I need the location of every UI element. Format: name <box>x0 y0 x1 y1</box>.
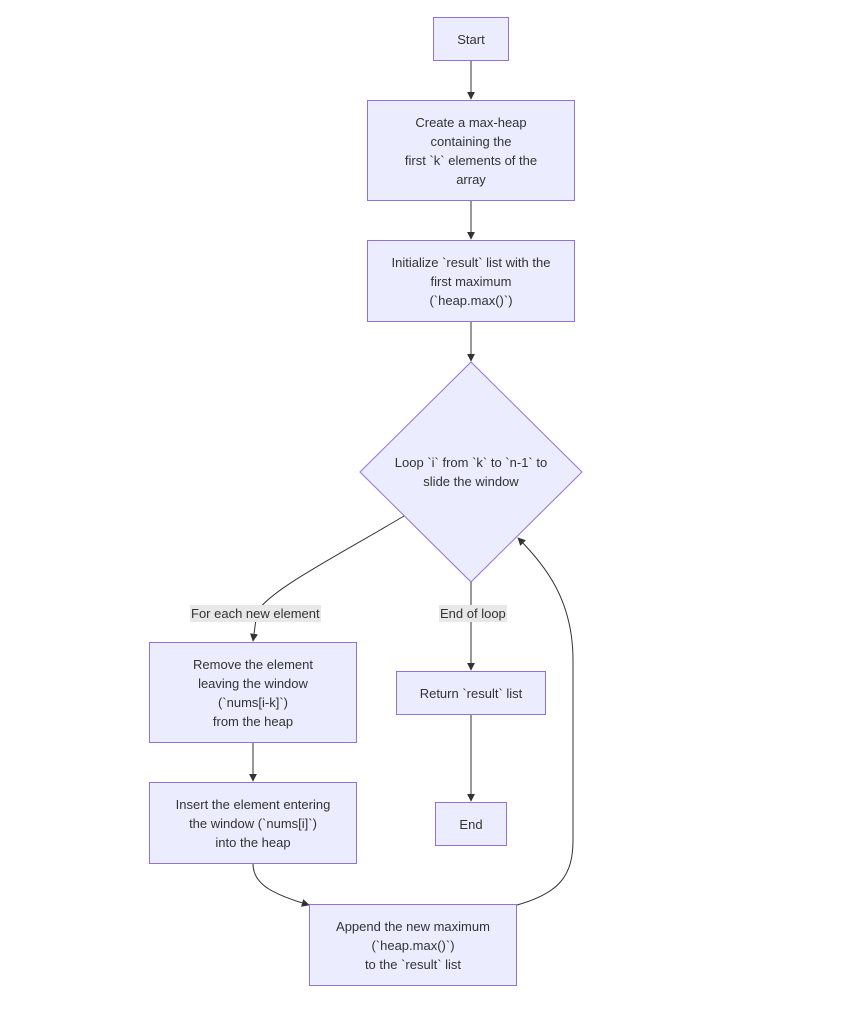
start-node-label: Start <box>457 31 485 47</box>
remove-node[interactable]: Remove the element leaving the window (`… <box>149 642 357 743</box>
insert-node-label: Insert the element entering the window (… <box>175 796 331 850</box>
remove-node-label: Remove the element leaving the window (`… <box>193 656 313 729</box>
edge-insert-to-append <box>252 863 310 907</box>
create-heap-node[interactable]: Create a max-heap containing the first `… <box>367 100 575 201</box>
append-node[interactable]: Append the new maximum (`heap.max()`) to… <box>309 904 517 986</box>
init-result-node-label: Initialize `result` list with the first … <box>391 254 551 308</box>
edge-loop-to-remove <box>250 515 405 642</box>
insert-node[interactable]: Insert the element entering the window (… <box>149 782 357 864</box>
create-heap-node-label: Create a max-heap containing the first `… <box>404 114 538 187</box>
init-result-node[interactable]: Initialize `result` list with the first … <box>367 240 575 322</box>
edge-append-to-loop <box>516 537 574 906</box>
return-node-label: Return `result` list <box>419 685 523 701</box>
end-node-label: End <box>459 816 483 832</box>
edge-label-for-each: For each new element <box>190 605 321 622</box>
append-node-label: Append the new maximum (`heap.max()`) to… <box>336 918 490 972</box>
start-node[interactable]: Start <box>433 17 509 61</box>
end-node[interactable]: End <box>435 802 507 846</box>
edge-label-end-of-loop: End of loop <box>439 605 507 622</box>
loop-decision-label: Loop `i` from `k` to `n-1` to slide the … <box>394 455 548 489</box>
return-node[interactable]: Return `result` list <box>396 671 546 715</box>
